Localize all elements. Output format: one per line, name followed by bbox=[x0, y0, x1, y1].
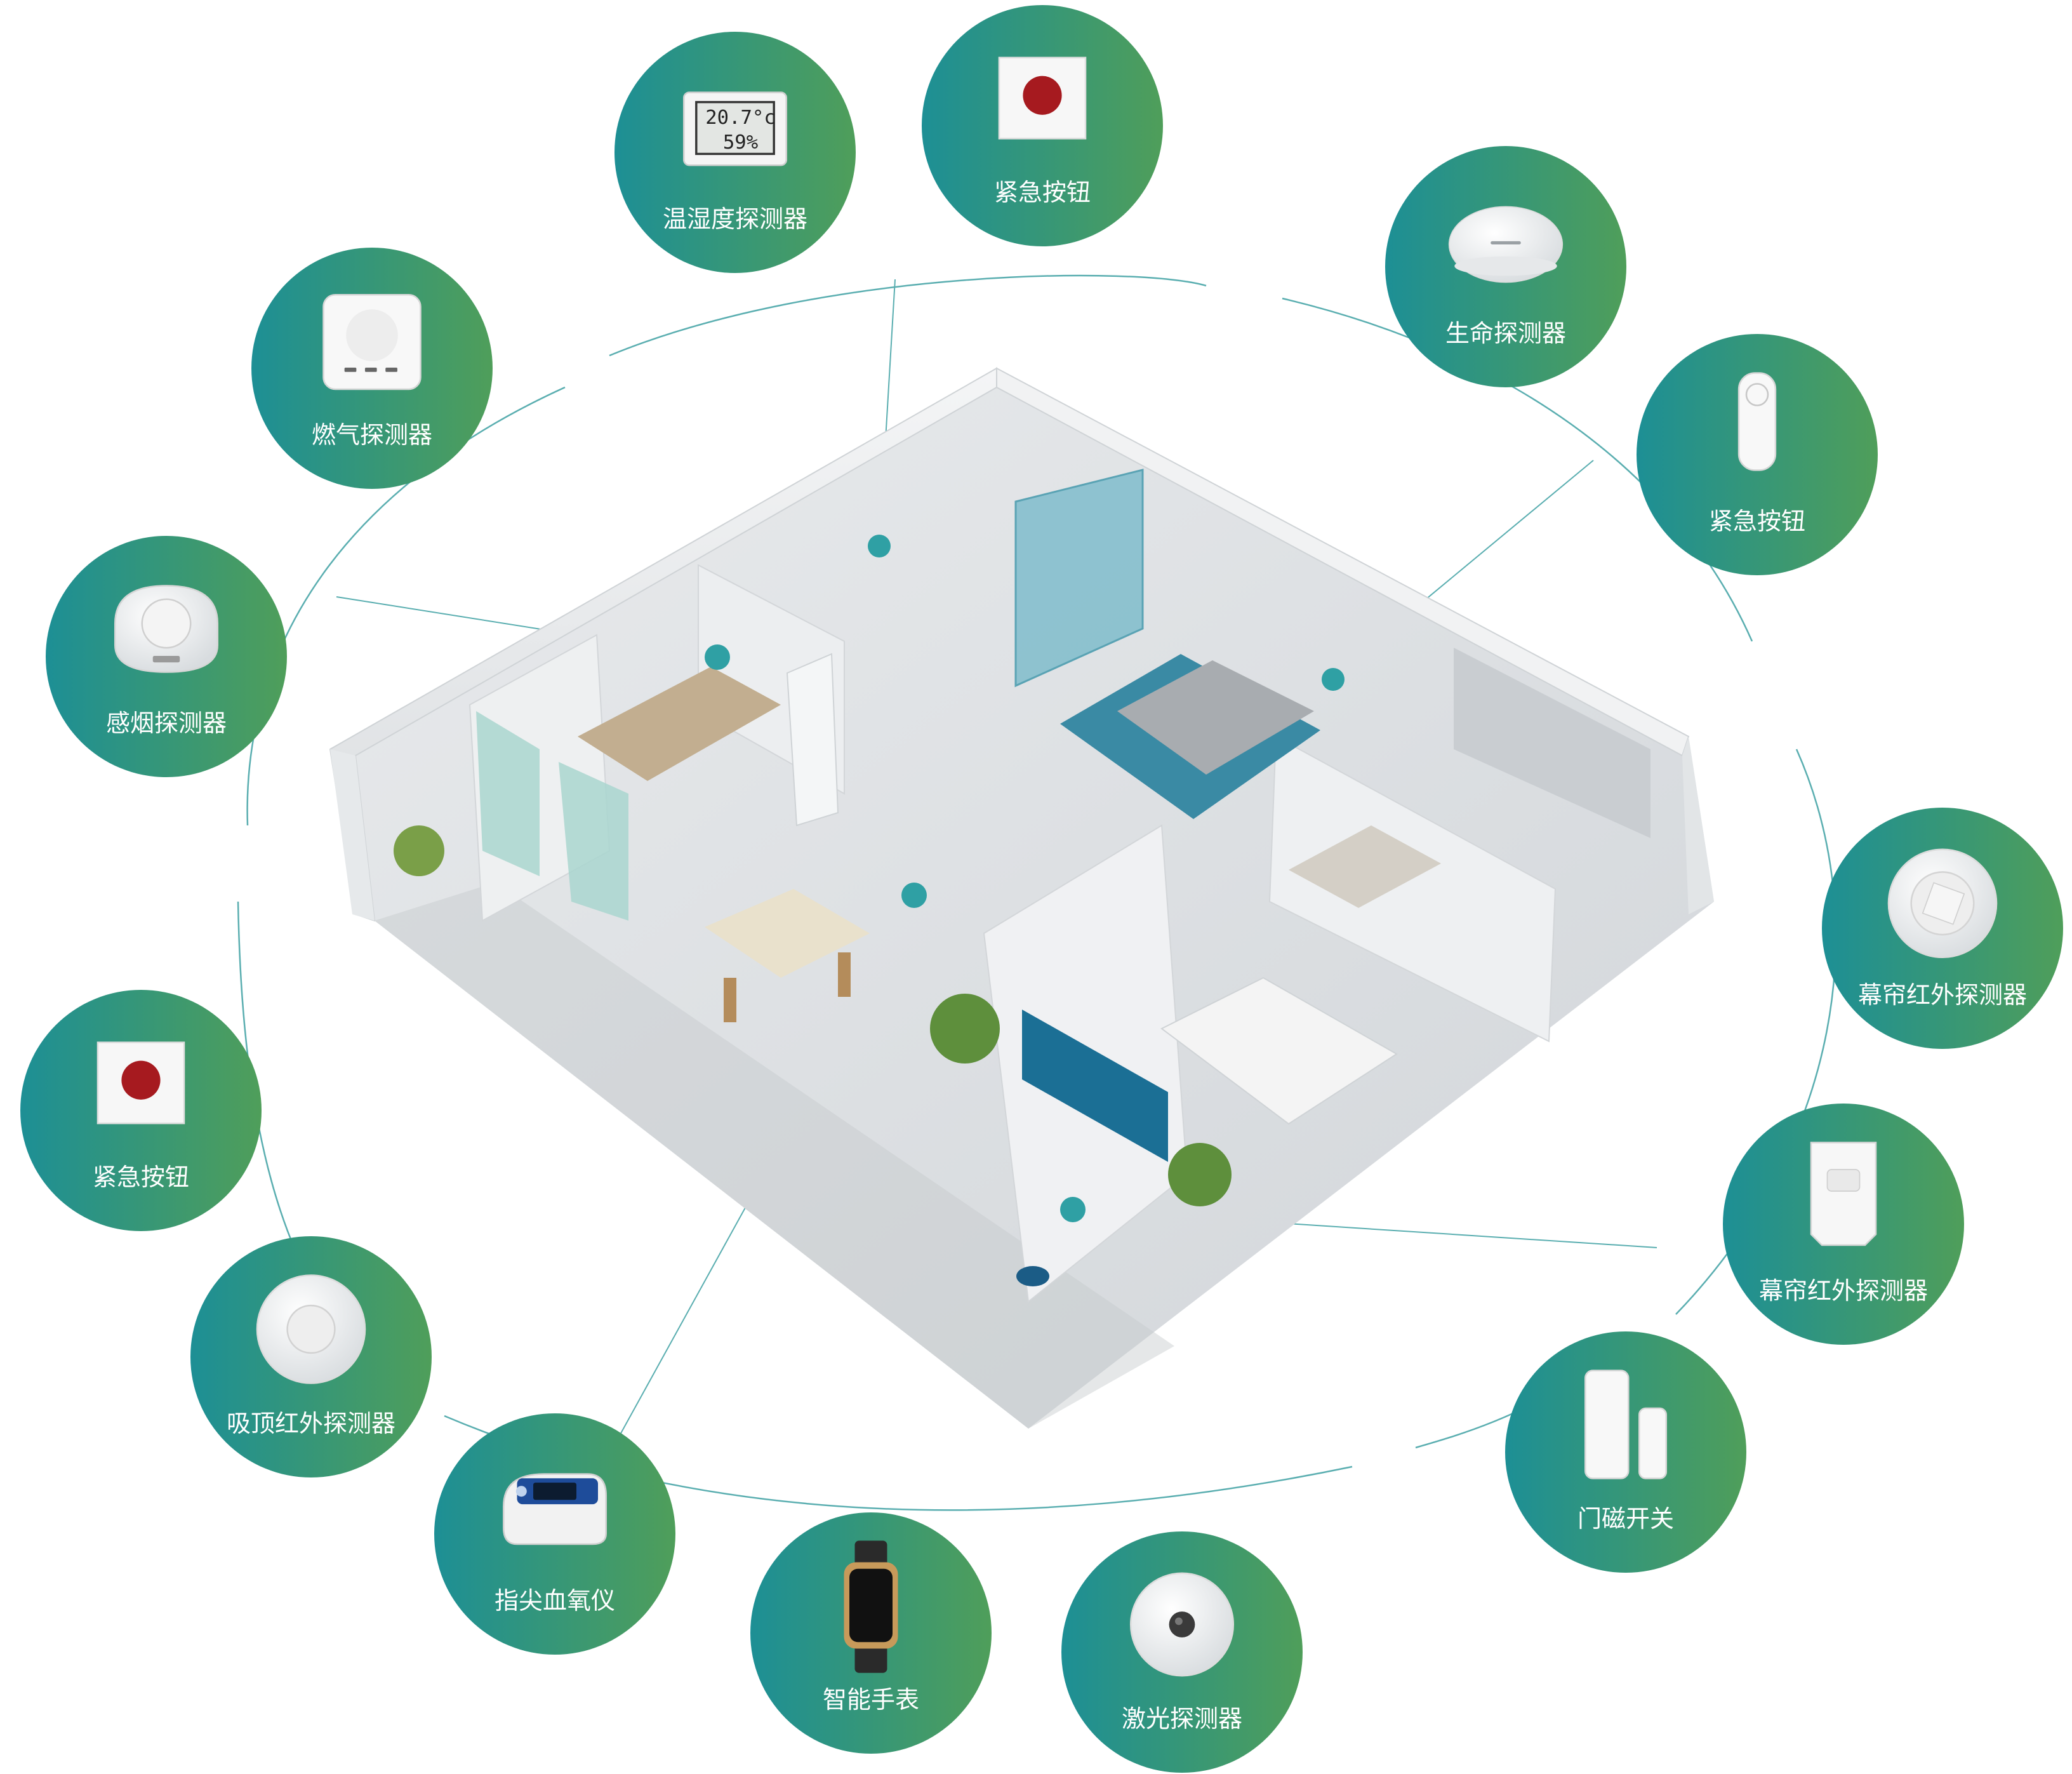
device-label: 燃气探测器 bbox=[312, 421, 432, 449]
floor bbox=[330, 368, 1714, 1429]
curtain-ir-wall-icon bbox=[1810, 1142, 1877, 1246]
humidity-readout: 59% bbox=[723, 131, 758, 154]
dining-table bbox=[705, 889, 870, 978]
device-bubble-oximeter: 指尖血氧仪 bbox=[434, 1413, 675, 1655]
device-bubble-gas-detector: 燃气探测器 bbox=[251, 248, 493, 489]
panic-button-icon bbox=[96, 1041, 185, 1124]
device-bubble-life-detector: 生命探测器 bbox=[1385, 146, 1626, 387]
device-label: 吸顶红外探测器 bbox=[227, 1410, 395, 1437]
door-contact-icon bbox=[1584, 1370, 1668, 1479]
device-bubble-laser-detector: 激光探测器 bbox=[1061, 1531, 1303, 1773]
curtain bbox=[1016, 470, 1143, 686]
floor-plan-3d bbox=[329, 367, 1714, 1429]
kitchen-counter bbox=[578, 667, 781, 781]
robot-vacuum-icon bbox=[1016, 1266, 1049, 1286]
sensor-hotspots bbox=[705, 535, 1345, 1222]
device-bubble-emergency-top: 紧急按钮 bbox=[922, 5, 1163, 246]
device-bubble-ceiling-ir: 吸顶红外探测器 bbox=[190, 1236, 432, 1477]
panic-button-icon bbox=[998, 57, 1087, 140]
temp-readout: 20.7°c bbox=[705, 107, 776, 129]
gas-detector-icon bbox=[322, 293, 422, 390]
device-label: 感烟探测器 bbox=[106, 709, 227, 737]
device-label: 门磁开关 bbox=[1577, 1505, 1674, 1533]
laser-sensor-icon bbox=[1129, 1572, 1235, 1677]
device-bubble-curtain-ir-1: 幕帘红外探测器 bbox=[1822, 808, 2063, 1049]
device-bubbles: 20.7°c59%温湿度探测器紧急按钮生命探测器紧急按钮幕帘红外探测器幕帘红外探… bbox=[20, 5, 2063, 1773]
pendant-button-icon bbox=[1737, 372, 1777, 471]
pulse-oximeter-icon bbox=[502, 1473, 608, 1545]
device-label: 智能手表 bbox=[823, 1686, 919, 1714]
device-bubble-door-magnet: 门磁开关 bbox=[1505, 1331, 1746, 1573]
smartwatch-icon bbox=[844, 1540, 898, 1673]
device-bubble-emergency-left: 紧急按钮 bbox=[20, 990, 262, 1231]
device-bubble-smartwatch: 智能手表 bbox=[750, 1512, 992, 1754]
device-label: 紧急按钮 bbox=[93, 1163, 189, 1191]
guest-bed bbox=[1160, 977, 1398, 1125]
device-bubble-temp-humidity: 20.7°c59% 温湿度探测器 bbox=[614, 32, 856, 273]
device-label: 激光探测器 bbox=[1122, 1705, 1242, 1733]
device-label: 幕帘红外探测器 bbox=[1759, 1277, 1928, 1305]
device-bubble-smoke-detector: 感烟探测器 bbox=[46, 536, 287, 777]
device-label: 紧急按钮 bbox=[994, 178, 1091, 206]
smoke-detector-icon bbox=[114, 585, 219, 673]
device-label: 紧急按钮 bbox=[1709, 507, 1805, 535]
ceiling-pir-icon bbox=[256, 1274, 366, 1384]
device-bubble-emergency-right: 紧急按钮 bbox=[1637, 334, 1878, 575]
curtain-ir-dome-icon bbox=[1887, 848, 1998, 959]
device-label: 指尖血氧仪 bbox=[495, 1587, 615, 1615]
radar-puck-icon bbox=[1448, 206, 1564, 283]
device-label: 幕帘红外探测器 bbox=[1858, 981, 2027, 1009]
tv bbox=[1022, 1010, 1168, 1162]
device-bubble-curtain-ir-2: 幕帘红外探测器 bbox=[1723, 1104, 1964, 1345]
plant bbox=[930, 994, 1000, 1064]
thermo-hygrometer-icon: 20.7°c59% bbox=[682, 91, 788, 166]
master-bed bbox=[1117, 660, 1314, 775]
device-label: 生命探测器 bbox=[1445, 319, 1566, 347]
device-label: 温湿度探测器 bbox=[663, 205, 807, 233]
